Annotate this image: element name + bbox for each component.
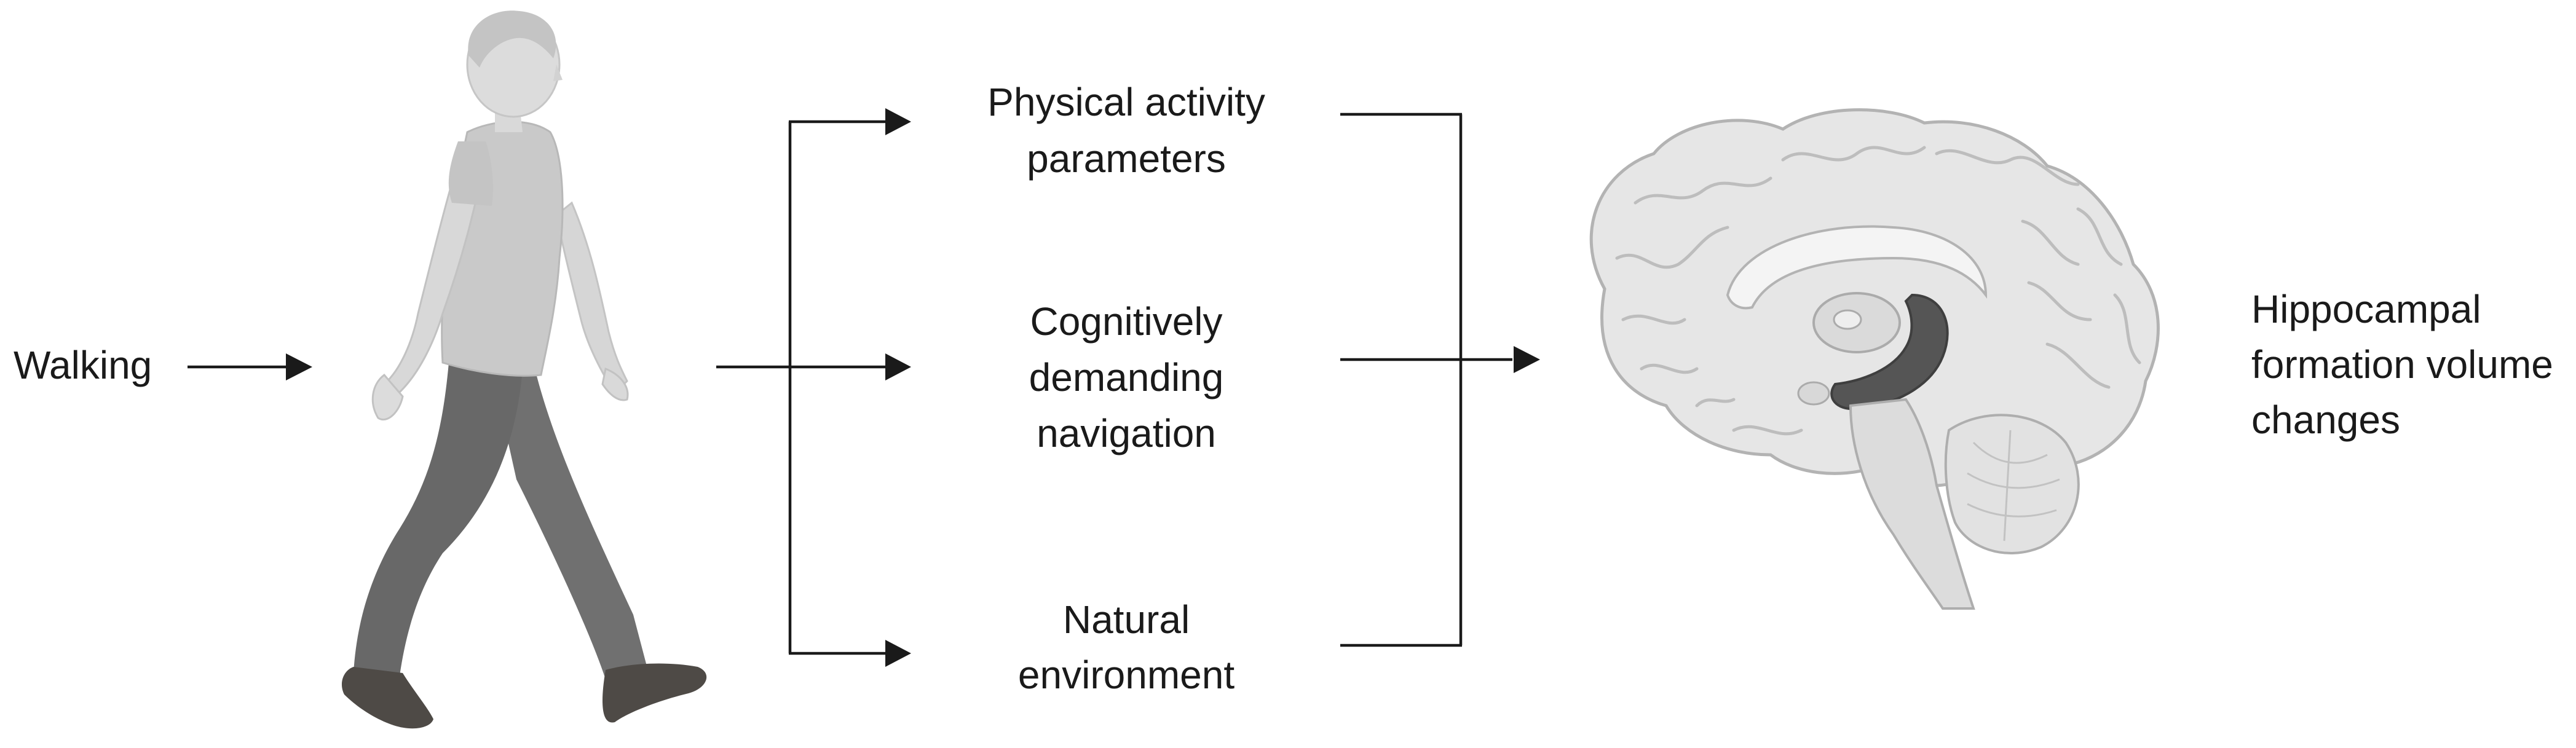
input-arrow xyxy=(188,353,312,380)
factor-physical-activity: Physical activity parameters xyxy=(987,80,1265,181)
factor-cognitive-navigation-line-1: Cognitively xyxy=(1030,299,1222,344)
factor-physical-activity-line-2: parameters xyxy=(1027,136,1226,181)
input-label: Walking xyxy=(14,343,152,387)
walking-person-icon xyxy=(341,10,707,729)
outcome-line-2: formation volume xyxy=(2251,342,2553,387)
factor-natural-environment: Natural environment xyxy=(1018,597,1235,697)
factor-cognitive-navigation-line-2: demanding xyxy=(1029,355,1224,400)
factor-cognitive-navigation: Cognitively demanding navigation xyxy=(1029,299,1224,455)
merge-connector xyxy=(1340,112,1540,647)
split-connector xyxy=(716,108,911,667)
outcome-line-1: Hippocampal xyxy=(2251,287,2481,331)
factor-natural-environment-line-2: environment xyxy=(1018,653,1235,697)
outcome-line-3: changes xyxy=(2251,398,2400,442)
brain-sagittal-icon xyxy=(1589,108,2160,610)
hippocampus-highlight xyxy=(1830,293,1949,411)
factor-cognitive-navigation-line-3: navigation xyxy=(1037,411,1216,455)
outcome-label: Hippocampal formation volume changes xyxy=(2251,287,2553,442)
factor-natural-environment-line-1: Natural xyxy=(1063,597,1190,642)
factor-physical-activity-line-1: Physical activity xyxy=(987,80,1265,124)
